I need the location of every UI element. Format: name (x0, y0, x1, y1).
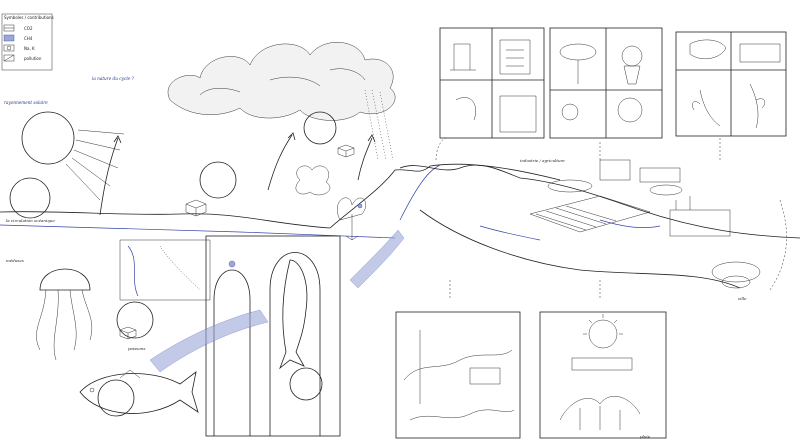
plants-icon (295, 165, 367, 241)
panel-grid-top (439, 27, 787, 139)
flow-arrows (435, 136, 787, 300)
panel-bottom-left (395, 311, 521, 439)
legend-item-na-k: Na, K (24, 46, 35, 51)
sea-note: la circulation océanique (6, 218, 55, 223)
sample-blocks (119, 144, 355, 340)
legend: Symboles / contributions CO2 CH4 Na, K p… (1, 13, 54, 71)
fish-icon (79, 369, 199, 414)
zoom-circles (9, 111, 337, 417)
sun-icon (21, 111, 125, 201)
legend-item-co2: CO2 (24, 26, 33, 31)
sun-note: rayonnement solaire (4, 100, 48, 105)
vertical-fish-icon (279, 259, 308, 370)
fish-note: poissons (128, 346, 145, 351)
blue-accents (228, 203, 661, 268)
right-note: ville (738, 296, 747, 301)
evaporation-arrows (99, 132, 376, 216)
legend-title: Symboles / contributions (4, 15, 54, 20)
cloud-icon (167, 42, 396, 121)
legend-item-pollution: pollution (24, 56, 42, 61)
industry-area (529, 159, 761, 289)
jellyfish-note: méduses (6, 258, 24, 263)
cloud-note: la nature du cycle ? (92, 76, 134, 81)
hills (399, 164, 800, 289)
panel-contents (450, 39, 781, 133)
coastline (0, 163, 561, 239)
legend-item-ch4: CH4 (24, 36, 33, 41)
rain-icon (364, 89, 394, 161)
industry-note: industrie / agriculture (520, 158, 565, 163)
panel-bottom-right (539, 311, 667, 439)
bottom-note: pluie (640, 434, 651, 439)
current-bands (149, 164, 441, 373)
jellyfish-icon (36, 268, 93, 361)
